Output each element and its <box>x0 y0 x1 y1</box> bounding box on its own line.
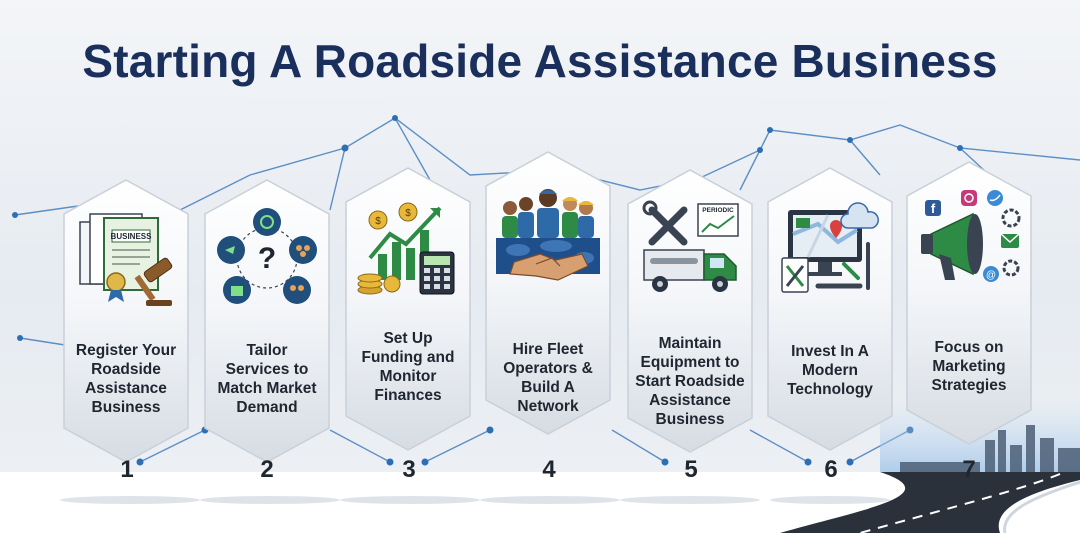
page-title: Starting A Roadside Assistance Business <box>82 35 998 87</box>
megaphone-social-icon: f @ <box>921 190 1021 282</box>
step-1: BUSINESS Register Your Roadside Assistan… <box>62 178 190 478</box>
step-5: PERIODIC Maintain Equipment to Start Roa… <box>626 168 754 468</box>
road-illustration <box>0 400 1080 533</box>
step-number-7: 7 <box>962 456 976 483</box>
periodic-badge: PERIODIC <box>702 207 734 214</box>
step-3: $ $ Set Up Funding and Monitor Finances <box>344 166 472 466</box>
step-number-6: 6 <box>824 456 838 483</box>
step-label: Focus on Marketing Strategies <box>931 339 1007 394</box>
step-number-3: 3 <box>402 456 416 483</box>
step-number-1: 1 <box>120 456 134 483</box>
step-label: Maintain Equipment to Start Roadside Ass… <box>635 335 745 428</box>
svg-text:$: $ <box>405 208 411 219</box>
business-document-gavel-icon: BUSINESS <box>79 213 173 306</box>
step-number-2: 2 <box>260 456 274 483</box>
step-label: Tailor Services to Match Market Demand <box>217 342 317 416</box>
svg-text:f: f <box>931 201 936 216</box>
computer-map-cloud-icon <box>781 202 879 293</box>
step-label: Register Your Roadside Assistance Busine… <box>75 342 177 416</box>
document-label: BUSINESS <box>111 232 153 241</box>
step-4: Hire Fleet Operators & Build A Network <box>484 150 612 450</box>
step-card <box>345 167 471 451</box>
market-demand-question-icon: ? <box>217 208 317 304</box>
step-number-5: 5 <box>684 456 698 483</box>
step-label: Invest In A Modern Technology <box>787 343 873 398</box>
svg-text:$: $ <box>375 216 381 227</box>
step-7: f @ Focus on Marketing Strategies <box>905 160 1033 460</box>
finance-chart-calculator-icon: $ $ <box>357 202 455 295</box>
step-label: Hire Fleet Operators & Build A Network <box>503 341 593 415</box>
step-6: Invest In A Modern Technology <box>766 166 894 466</box>
step-number-4: 4 <box>542 456 556 483</box>
step-2: ? Tailor Services to Match Market Demand <box>203 178 331 478</box>
svg-text:@: @ <box>986 270 996 281</box>
svg-text:?: ? <box>258 242 276 275</box>
tools-truck-icon: PERIODIC <box>642 200 739 292</box>
step-card <box>627 169 753 453</box>
step-label: Set Up Funding and Monitor Finances <box>361 330 455 404</box>
team-handshake-icon <box>496 189 600 281</box>
